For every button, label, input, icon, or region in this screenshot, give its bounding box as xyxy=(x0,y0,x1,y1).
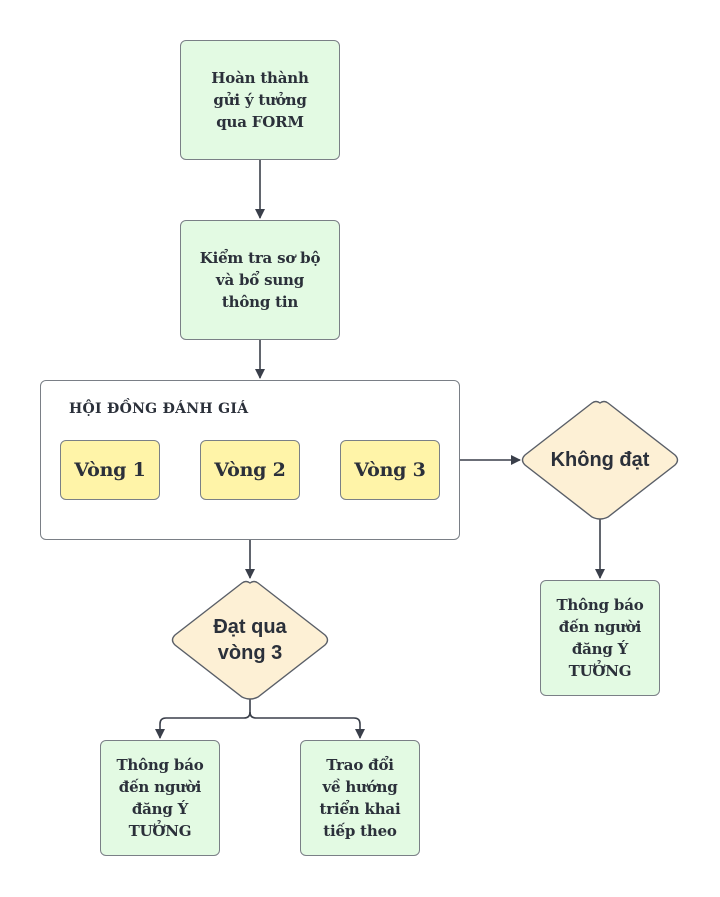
submit-form-step: Hoàn thành gửi ý tưởng qua FORM xyxy=(180,40,340,160)
round-2: Vòng 2 xyxy=(200,440,300,500)
notify-fail-step: Thông báo đến người đăng Ý TƯỞNG xyxy=(540,580,660,696)
arrow-pass-to-next xyxy=(249,711,365,739)
round-3: Vòng 3 xyxy=(340,440,440,500)
round-1: Vòng 1 xyxy=(60,440,160,500)
pass-decision-label: Đạt qua vòng 3 xyxy=(213,616,287,664)
council-title: HỘI ĐỒNG ĐÁNH GIÁ xyxy=(69,401,249,417)
pass-decision: Đạt qua vòng 3 xyxy=(170,580,330,700)
fail-decision: Không đạt xyxy=(520,400,680,520)
arrow-pass-to-notify xyxy=(155,698,251,739)
fail-decision-label: Không đạt xyxy=(550,449,650,471)
notify-pass-step: Thông báo đến người đăng Ý TƯỞNG xyxy=(100,740,220,856)
diamond-shape xyxy=(521,400,679,520)
preliminary-check-step: Kiểm tra sơ bộ và bổ sung thông tin xyxy=(180,220,340,340)
diamond-shape xyxy=(171,580,329,700)
next-steps-step: Trao đổi về hướng triển khai tiếp theo xyxy=(300,740,420,856)
